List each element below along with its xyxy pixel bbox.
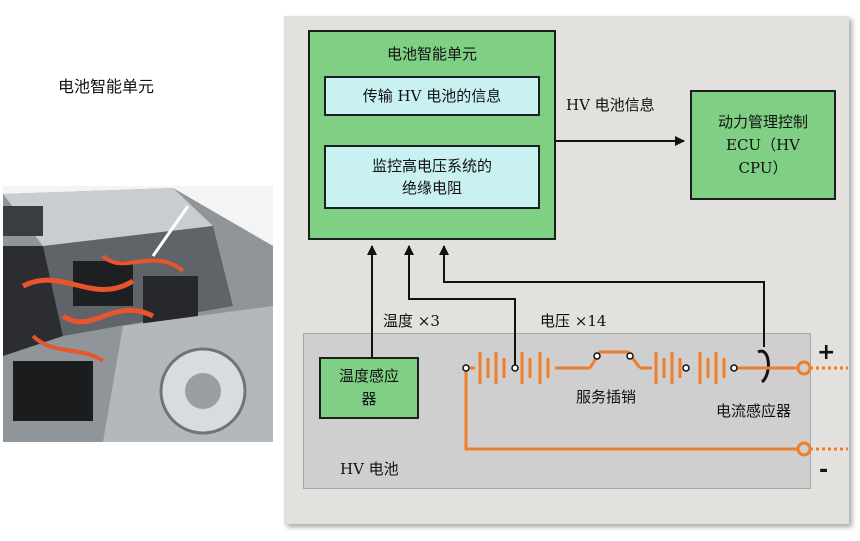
temperature-sensor: 温度感应器 (319, 357, 419, 419)
hv-info-label: HV 电池信息 (566, 96, 655, 114)
positive-terminal-symbol: + (817, 340, 836, 365)
battery-unit-photo (3, 186, 273, 442)
battery-smart-unit-title: 电池智能单元 (386, 45, 477, 63)
function-transmit-info: 传输 HV 电池的信息 (324, 76, 540, 116)
service-plug-label: 服务插销 (576, 388, 637, 406)
current-sensor-label: 电流感应器 (716, 402, 792, 420)
voltage-label: 电压 ×14 (540, 312, 607, 330)
power-management-ecu: 动力管理控制 ECU（HV CPU） (690, 90, 836, 200)
photo-caption: 电池智能单元 (58, 77, 155, 96)
function-monitor-insulation: 监控高电压系统的绝缘电阻 (324, 145, 540, 209)
negative-terminal-symbol: - (819, 458, 829, 483)
hv-battery-label: HV 电池 (340, 460, 399, 478)
temperature-label: 温度 ×3 (383, 312, 440, 330)
